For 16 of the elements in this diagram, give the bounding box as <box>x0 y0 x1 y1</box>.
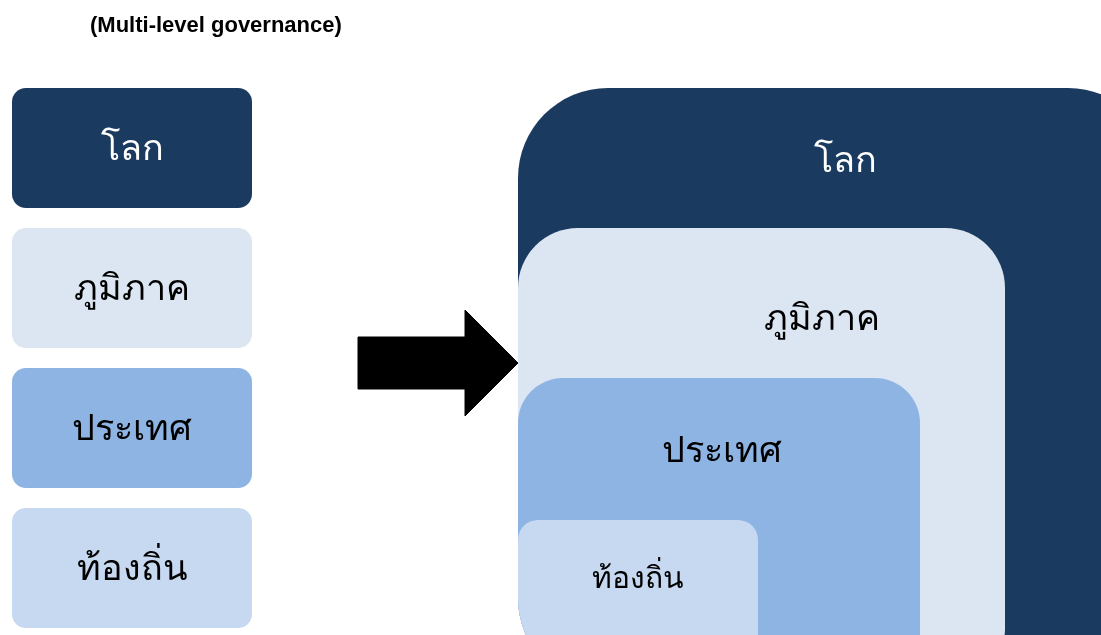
level-box <box>12 368 252 488</box>
outer-level-box <box>518 88 1101 635</box>
level-label: ภูมิภาค <box>764 296 880 340</box>
block-arrow <box>357 309 519 417</box>
nested-level-box <box>518 378 920 635</box>
nested-level-box <box>518 520 758 635</box>
level-box <box>12 228 252 348</box>
level-label: ประเทศ <box>72 406 192 450</box>
level-label: ประเทศ <box>662 428 782 472</box>
diagram-title: (Multi-level governance) <box>90 12 342 38</box>
level-label: ภูมิภาค <box>74 266 190 310</box>
level-label: โลก <box>100 126 164 170</box>
level-box <box>12 508 252 628</box>
level-label: โลก <box>813 138 877 182</box>
nested-level-box <box>518 228 1005 635</box>
level-box <box>12 88 252 208</box>
